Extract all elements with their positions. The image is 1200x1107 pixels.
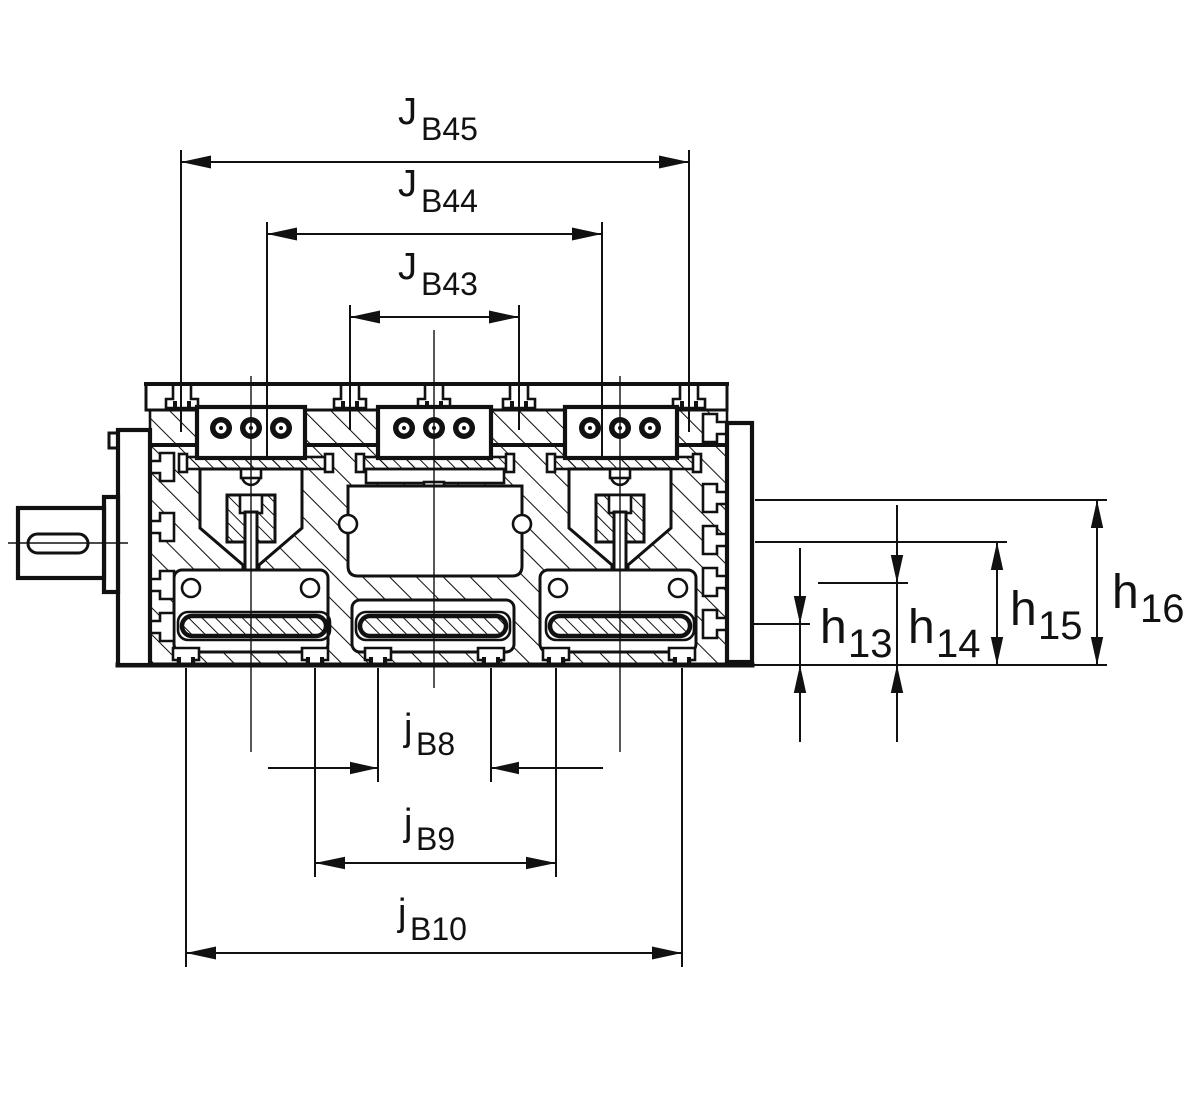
left-end-cap <box>115 427 153 668</box>
dimension-label-h16: h16 <box>1112 566 1185 631</box>
right-bar-end <box>545 452 557 474</box>
center-bar-end <box>354 452 366 474</box>
left-face-t-slots <box>148 451 176 643</box>
left-bar-end <box>177 452 189 474</box>
dimension-label-h15: h15 <box>1010 583 1083 648</box>
bolt-hole <box>579 417 601 439</box>
bolt-holes <box>210 417 661 439</box>
left-ball-track <box>180 577 202 599</box>
center-carriage-section <box>337 452 533 654</box>
dimension-label-h14: h14 <box>908 601 981 666</box>
bottom-t-slots <box>171 646 697 666</box>
right-end-cap <box>724 420 755 665</box>
left-bar-end <box>323 452 335 474</box>
center-guide-rail <box>357 613 509 639</box>
left-ball-track <box>299 577 321 599</box>
cavity-notch <box>337 513 359 535</box>
cavity-notch <box>511 513 533 535</box>
carriage-blocks <box>194 404 680 461</box>
center-rail-pocket <box>354 610 512 642</box>
bolt-hole <box>270 417 292 439</box>
dimension-h14: h14 <box>890 505 981 742</box>
bolt-hole <box>210 417 232 439</box>
right-bar-end <box>691 452 703 474</box>
right-ball-track <box>547 577 569 599</box>
dimension-h15: h15 <box>990 542 1083 665</box>
center-cavity <box>346 484 524 578</box>
centerlines <box>8 330 621 752</box>
bolt-hole <box>639 417 661 439</box>
right-ball-track <box>667 577 689 599</box>
bolt-hole <box>453 417 475 439</box>
left-carriage-section <box>172 452 335 654</box>
bolt-hole <box>393 417 415 439</box>
height-reference-lines <box>752 499 1107 666</box>
right-face-t-slots <box>701 412 729 640</box>
center-bar-end <box>504 452 516 474</box>
drive-end <box>15 427 153 668</box>
left-guide-rail <box>179 613 329 639</box>
dimension-label-h13: h13 <box>820 601 893 666</box>
left-rail-pocket <box>176 610 332 642</box>
dimension-h16: h16 <box>1090 500 1185 665</box>
dimension-h13: h13 <box>793 548 893 742</box>
